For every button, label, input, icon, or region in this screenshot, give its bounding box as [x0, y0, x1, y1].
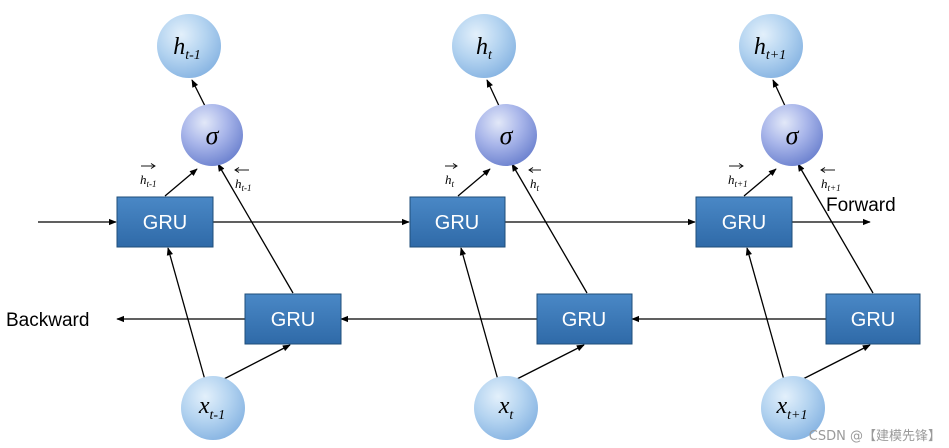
svg-text:ht+1: ht+1	[728, 172, 748, 189]
sigma-node-3: σ	[761, 104, 823, 166]
c2-fgru-to-sigma	[457, 168, 491, 197]
output-h-base: h	[173, 34, 185, 60]
svg-text:xt: xt	[498, 393, 515, 423]
c3-fgru-to-sigma	[743, 168, 777, 197]
state-base: h	[445, 172, 452, 187]
state-sub: t+1	[828, 183, 841, 193]
input-node-1: xt-1	[181, 376, 245, 440]
c2-backward-state-label: ht	[528, 167, 541, 193]
c3-x-to-fgru	[745, 247, 785, 381]
svg-text:ht-1: ht-1	[140, 172, 157, 189]
svg-text:ht-1: ht-1	[173, 34, 201, 63]
state-base: h	[821, 176, 828, 191]
svg-text:xt-1: xt-1	[198, 393, 225, 423]
sigma-node-1: σ	[181, 104, 243, 166]
c2-x-to-bgru	[514, 344, 585, 381]
output-node-3: ht+1	[739, 14, 803, 78]
input-x-sub: t+1	[787, 408, 807, 423]
c3-backward-state-label: ht+1	[820, 167, 841, 193]
svg-text:ht-1: ht-1	[235, 176, 252, 193]
c2-bgru-to-sigma	[511, 163, 588, 294]
c3-bgru-to-sigma	[797, 163, 874, 294]
state-sub: t-1	[242, 183, 252, 193]
watermark: CSDN @【建模先锋】	[808, 429, 941, 444]
input-node-3: xt+1	[761, 376, 825, 440]
input-x-base: x	[198, 393, 210, 419]
forward-gru-2: GRU	[409, 196, 506, 248]
output-h-base: h	[754, 34, 766, 60]
gru-label: GRU	[435, 212, 479, 234]
c2-sigma-to-h	[486, 79, 501, 109]
state-base: h	[235, 176, 242, 191]
state-base: h	[140, 172, 147, 187]
c2-forward-state-label: ht	[445, 163, 458, 189]
svg-text:ht: ht	[476, 34, 493, 63]
c1-x-to-fgru	[166, 247, 206, 381]
c1-bgru-to-sigma	[217, 163, 294, 294]
input-node-2: xt	[474, 376, 538, 440]
svg-text:ht: ht	[530, 176, 540, 193]
input-x-sub: t-1	[210, 408, 226, 423]
sigma-symbol: σ	[206, 121, 220, 150]
c1-forward-state-label: ht-1	[140, 163, 157, 189]
sigma-symbol: σ	[500, 121, 514, 150]
output-h-base: h	[476, 34, 488, 60]
backward-gru-1: GRU	[244, 293, 342, 345]
backward-gru-3: GRU	[825, 293, 921, 345]
state-base: h	[728, 172, 735, 187]
c3-forward-state-label: ht+1	[728, 163, 748, 189]
state-sub: t+1	[735, 179, 748, 189]
output-node-2: ht	[452, 14, 516, 78]
output-h-sub: t+1	[766, 48, 786, 63]
c1-backward-state-label: ht-1	[234, 167, 252, 193]
svg-text:ht+1: ht+1	[754, 34, 786, 63]
output-h-sub: t	[488, 48, 493, 63]
c1-fgru-to-sigma	[164, 168, 198, 197]
output-h-sub: t-1	[185, 48, 201, 63]
input-x-base: x	[498, 393, 510, 419]
input-x-sub: t	[509, 408, 514, 423]
state-sub: t-1	[147, 179, 157, 189]
svg-text:ht: ht	[445, 172, 455, 189]
c1-sigma-to-h	[191, 79, 207, 109]
state-sub: t	[537, 183, 540, 193]
c2-x-to-fgru	[459, 247, 499, 381]
gru-label: GRU	[851, 309, 895, 331]
svg-text:xt+1: xt+1	[776, 393, 808, 423]
sigma-node-2: σ	[475, 104, 537, 166]
c1-x-to-bgru	[221, 344, 291, 381]
state-base: h	[530, 176, 537, 191]
gru-label: GRU	[271, 309, 315, 331]
sigma-symbol: σ	[786, 121, 800, 150]
input-x-base: x	[776, 393, 788, 419]
output-node-1: ht-1	[157, 14, 221, 78]
backward-gru-2: GRU	[536, 293, 633, 345]
forward-gru-3: GRU	[695, 196, 793, 248]
forward-label: Forward	[826, 195, 896, 216]
forward-gru-1: GRU	[116, 196, 214, 248]
state-sub: t	[452, 179, 455, 189]
backward-label: Backward	[6, 310, 89, 331]
gru-label: GRU	[562, 309, 606, 331]
gru-label: GRU	[143, 212, 187, 234]
c3-x-to-bgru	[800, 344, 871, 381]
c3-sigma-to-h	[772, 79, 787, 109]
svg-text:ht+1: ht+1	[821, 176, 841, 193]
gru-label: GRU	[722, 212, 766, 234]
